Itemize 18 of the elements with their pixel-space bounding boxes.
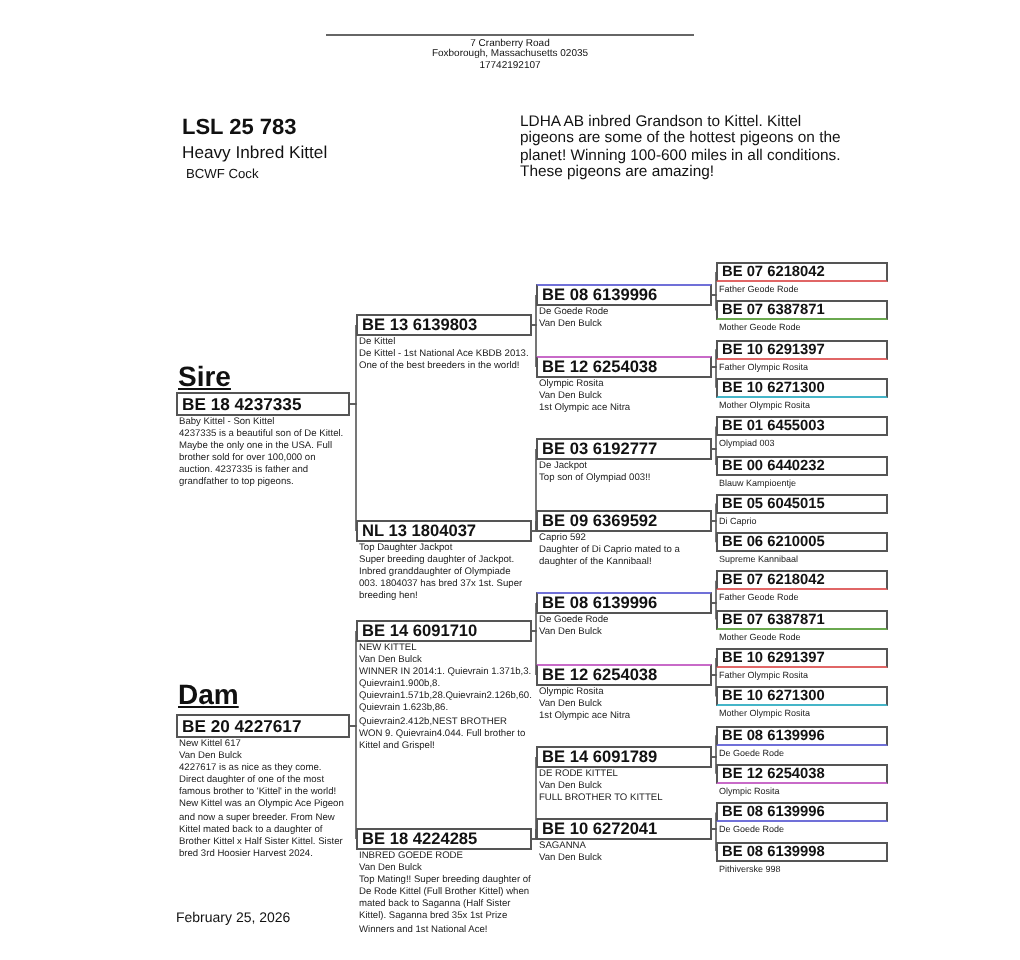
section-heading: Sire	[178, 360, 231, 393]
pedigree-box: BE 14 6091789	[536, 746, 712, 768]
pedigree-box: BE 13 6139803	[356, 314, 532, 336]
pedigree-box: BE 08 6139996	[536, 284, 712, 306]
pedigree-box: BE 10 6272041	[536, 818, 712, 840]
pedigree-box: BE 20 4227617	[176, 714, 350, 738]
pedigree-box: BE 14 6091710	[356, 620, 532, 642]
pedigree-box: BE 12 6254038	[536, 664, 712, 686]
pedigree-box: BE 18 4224285	[356, 828, 532, 850]
pedigree-box: BE 09 6369592	[536, 510, 712, 532]
pedigree-box: BE 18 4237335	[176, 392, 350, 416]
page-title: LSL 25 783	[182, 116, 297, 140]
pedigree-box: NL 13 1804037	[356, 520, 532, 542]
pedigree-box: BE 03 6192777	[536, 438, 712, 460]
section-heading: Dam	[178, 678, 239, 711]
pigeon-subtitle: Heavy Inbred Kittel	[182, 144, 328, 164]
pedigree-box: BE 12 6254038	[536, 356, 712, 378]
pedigree-box: BE 08 6139996	[536, 592, 712, 614]
